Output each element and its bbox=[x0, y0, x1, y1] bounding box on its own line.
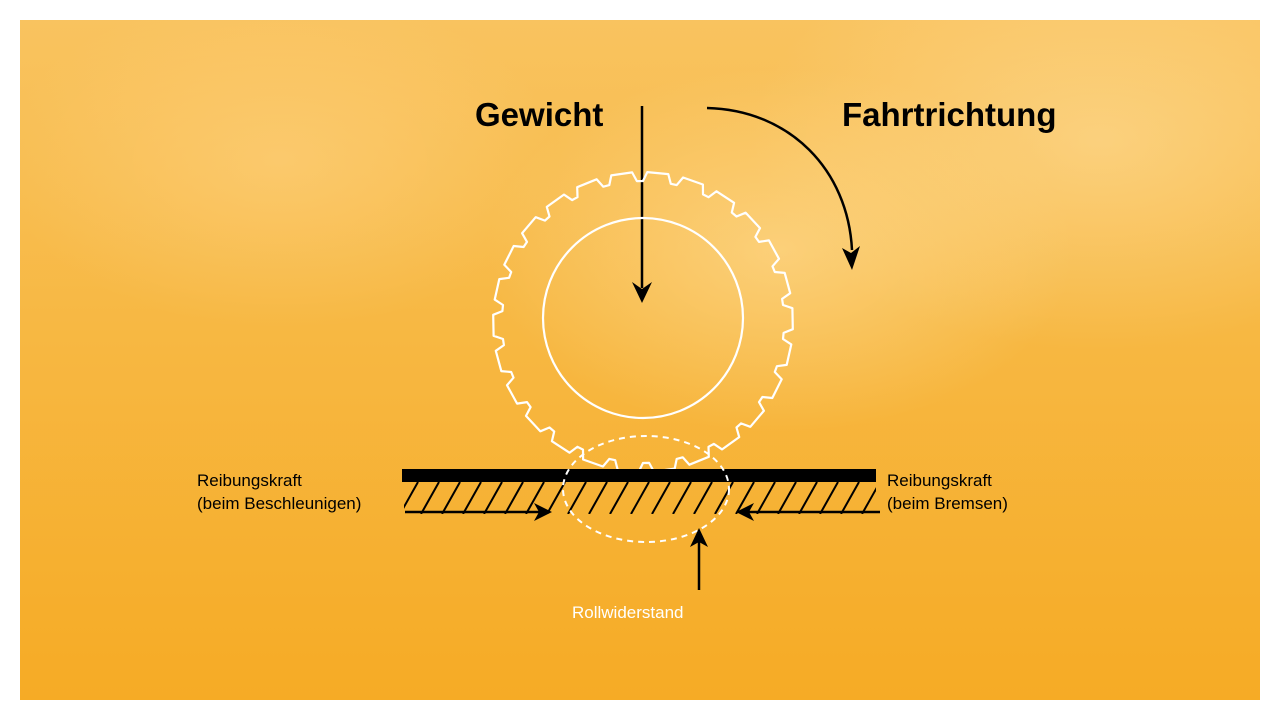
tire bbox=[492, 171, 794, 473]
direction-arrow bbox=[706, 106, 860, 270]
hatch-line bbox=[714, 482, 734, 514]
hatch-line bbox=[546, 482, 566, 514]
hatch-line bbox=[861, 487, 876, 514]
weight-arrow bbox=[632, 106, 652, 303]
hatch-line bbox=[441, 482, 461, 514]
hatch-line bbox=[672, 482, 692, 514]
contact-patch-ellipse bbox=[562, 435, 730, 543]
hatch-line bbox=[525, 482, 545, 514]
hatch-line bbox=[588, 482, 608, 514]
hatch-line bbox=[840, 482, 860, 514]
hatch-line bbox=[777, 482, 797, 514]
hatch-line bbox=[420, 482, 440, 514]
friction-accel-arrow bbox=[405, 503, 552, 521]
rolling-resistance-label: Rollwiderstand bbox=[572, 603, 684, 622]
hatch-line bbox=[798, 482, 818, 514]
hatch-line bbox=[609, 482, 629, 514]
diagram-canvas: Gewicht Fahrtrichtung Reibungskraft (bei… bbox=[20, 20, 1260, 700]
hatch-line bbox=[735, 482, 755, 514]
hatch-line bbox=[567, 482, 587, 514]
hatch-line bbox=[756, 482, 776, 514]
road-hatching bbox=[404, 482, 876, 514]
hatch-line bbox=[483, 482, 503, 514]
friction-brake-arrow bbox=[736, 503, 880, 521]
hatch-line bbox=[819, 482, 839, 514]
friction-accel-label-line1: Reibungskraft bbox=[197, 471, 302, 490]
weight-label: Gewicht bbox=[475, 96, 603, 133]
friction-brake-label-line2: (beim Bremsen) bbox=[887, 494, 1008, 513]
hatch-line bbox=[630, 482, 650, 514]
hatch-line bbox=[504, 482, 524, 514]
hatch-line bbox=[404, 482, 419, 509]
hatch-line bbox=[693, 482, 713, 514]
hatch-line bbox=[462, 482, 482, 514]
tire-tread-outline bbox=[492, 171, 794, 473]
friction-brake-label-line1: Reibungskraft bbox=[887, 471, 992, 490]
rolling-resistance-arrow bbox=[690, 528, 708, 590]
road-surface bbox=[402, 469, 876, 482]
rim-circle bbox=[541, 216, 745, 420]
direction-label: Fahrtrichtung bbox=[842, 96, 1056, 133]
hatch-line bbox=[651, 482, 671, 514]
tire-forces-diagram: Gewicht Fahrtrichtung Reibungskraft (bei… bbox=[197, 96, 1056, 622]
friction-accel-label-line2: (beim Beschleunigen) bbox=[197, 494, 361, 513]
